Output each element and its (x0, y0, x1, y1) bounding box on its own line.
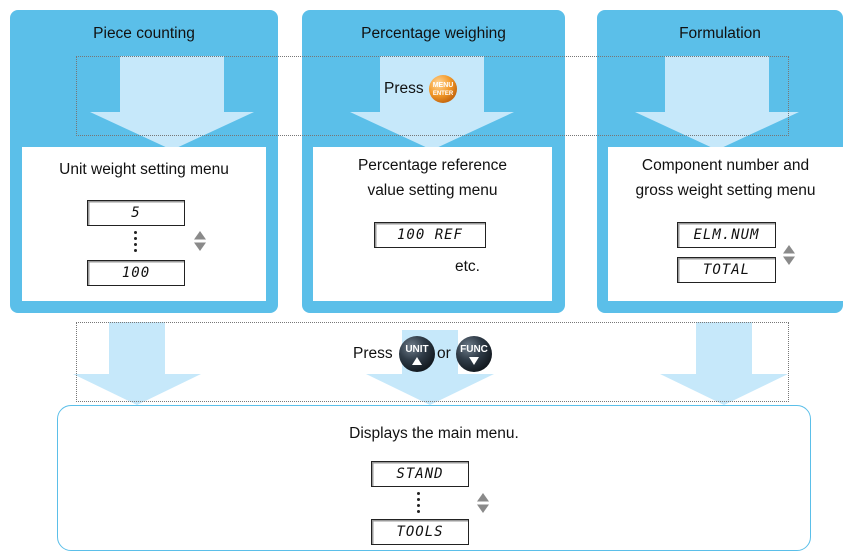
main-menu-box: Displays the main menu. STAND TOOLS (57, 405, 811, 551)
panel-title-line2: value setting menu (367, 182, 498, 199)
column-title-piece-counting: Piece counting (93, 25, 195, 42)
lcd-display-100-ref: 100 REF (374, 222, 486, 248)
enter-button-text: ENTER (433, 91, 454, 97)
press-menu-label: Press (384, 80, 424, 97)
etc-note: etc. (455, 258, 480, 275)
func-button[interactable]: FUNC (455, 335, 493, 373)
up-down-arrow-icon (783, 245, 795, 265)
up-down-arrow-icon (194, 231, 206, 251)
main-menu-title: Displays the main menu. (349, 425, 519, 442)
panel-title-line1: Percentage reference (357, 157, 508, 174)
panel-title-component-gross: Component number and gross weight settin… (608, 155, 843, 202)
unit-button[interactable]: UNIT (398, 335, 436, 373)
unit-button-icon: UNIT (399, 336, 435, 372)
column-title-percentage-weighing: Percentage weighing (361, 25, 506, 42)
lcd-display-100: 100 (87, 260, 185, 286)
menu-enter-button-icon: MENU ENTER (429, 75, 457, 103)
panel-percentage-reference-menu: Percentage reference value setting menu … (313, 147, 552, 301)
func-button-icon: FUNC (456, 336, 492, 372)
menu-button-text: MENU (433, 82, 454, 89)
press-return-label: Press (353, 345, 393, 362)
or-label: or (437, 345, 451, 362)
func-button-text: FUNC (460, 344, 488, 355)
panel-title-line1: Component number and (641, 157, 810, 174)
panel-component-gross-menu: Component number and gross weight settin… (608, 147, 843, 301)
panel-unit-weight-menu: Unit weight setting menu 5 100 (22, 147, 266, 301)
column-title-formulation: Formulation (679, 25, 761, 42)
panel-title-unit-weight: Unit weight setting menu (59, 161, 229, 178)
panel-title-percentage-reference: Percentage reference value setting menu (313, 155, 552, 202)
unit-button-text: UNIT (405, 344, 428, 355)
ellipsis-dots (417, 492, 421, 516)
lcd-display-total: TOTAL (677, 257, 776, 283)
panel-title-line2: gross weight setting menu (635, 182, 816, 199)
menu-enter-button[interactable]: MENU ENTER (428, 74, 458, 104)
lcd-display-elm-num: ELM.NUM (677, 222, 776, 248)
up-down-arrow-icon (477, 493, 489, 513)
lcd-display-tools: TOOLS (371, 519, 469, 545)
lcd-display-stand: STAND (371, 461, 469, 487)
ellipsis-dots (134, 231, 138, 255)
lcd-display-5: 5 (87, 200, 185, 226)
